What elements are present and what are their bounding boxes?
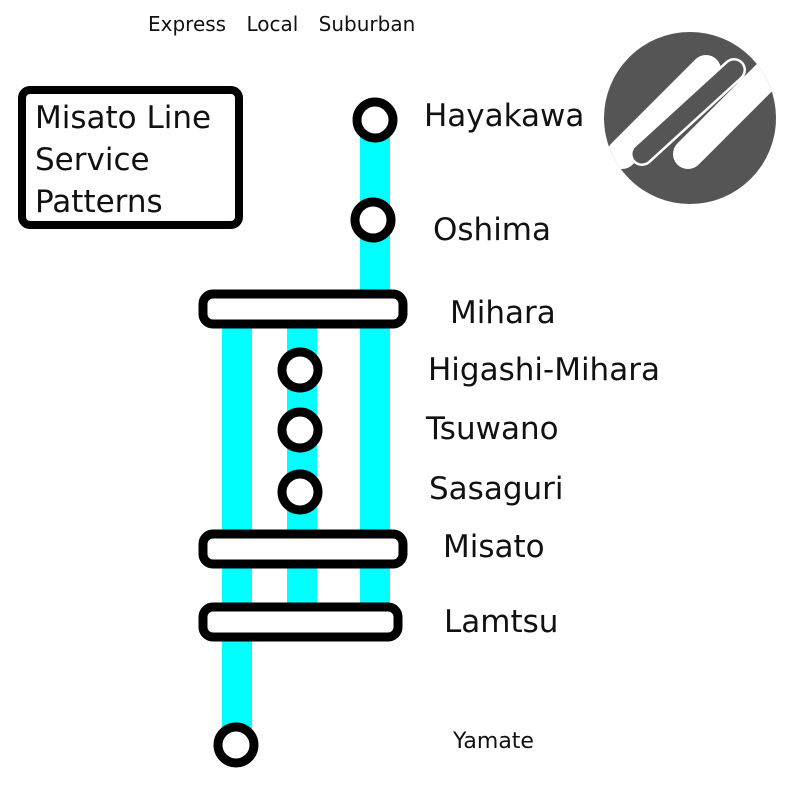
title-line-3: Patterns [35,184,163,220]
station-marker-mihara [198,289,408,329]
service-local-label: Local [246,12,299,36]
station-marker-sasaguri [277,469,323,515]
station-label-yamate: Yamate [453,729,534,754]
station-label-sasaguri: Sasaguri [429,471,564,507]
station-label-mihara: Mihara [450,295,556,331]
station-label-lamtsu: Lamtsu [444,604,559,640]
station-label-oshima: Oshima [433,212,552,248]
station-marker-higashi-mihara [277,347,323,393]
station-marker-lamtsu [198,602,403,642]
station-label-misato: Misato [443,529,545,565]
title-line-2: Service [35,142,150,178]
title-line-1: Misato Line [35,100,212,136]
title-box: Misato Line Service Patterns [18,86,243,229]
station-label-hayakawa: Hayakawa [424,98,585,134]
station-marker-tsuwano [277,407,323,453]
station-marker-misato [198,529,408,569]
station-marker-yamate [213,722,259,768]
service-express-label: Express [148,12,227,36]
express-line [222,310,252,747]
station-label-tsuwano: Tsuwano [426,411,559,447]
rail-logo-icon [604,32,776,204]
station-marker-oshima [350,197,396,243]
station-label-higashi-mihara: Higashi-Mihara [428,352,660,388]
station-marker-hayakawa [352,97,398,143]
service-legend: Express Local Suburban [148,12,415,36]
service-suburban-label: Suburban [318,12,416,36]
